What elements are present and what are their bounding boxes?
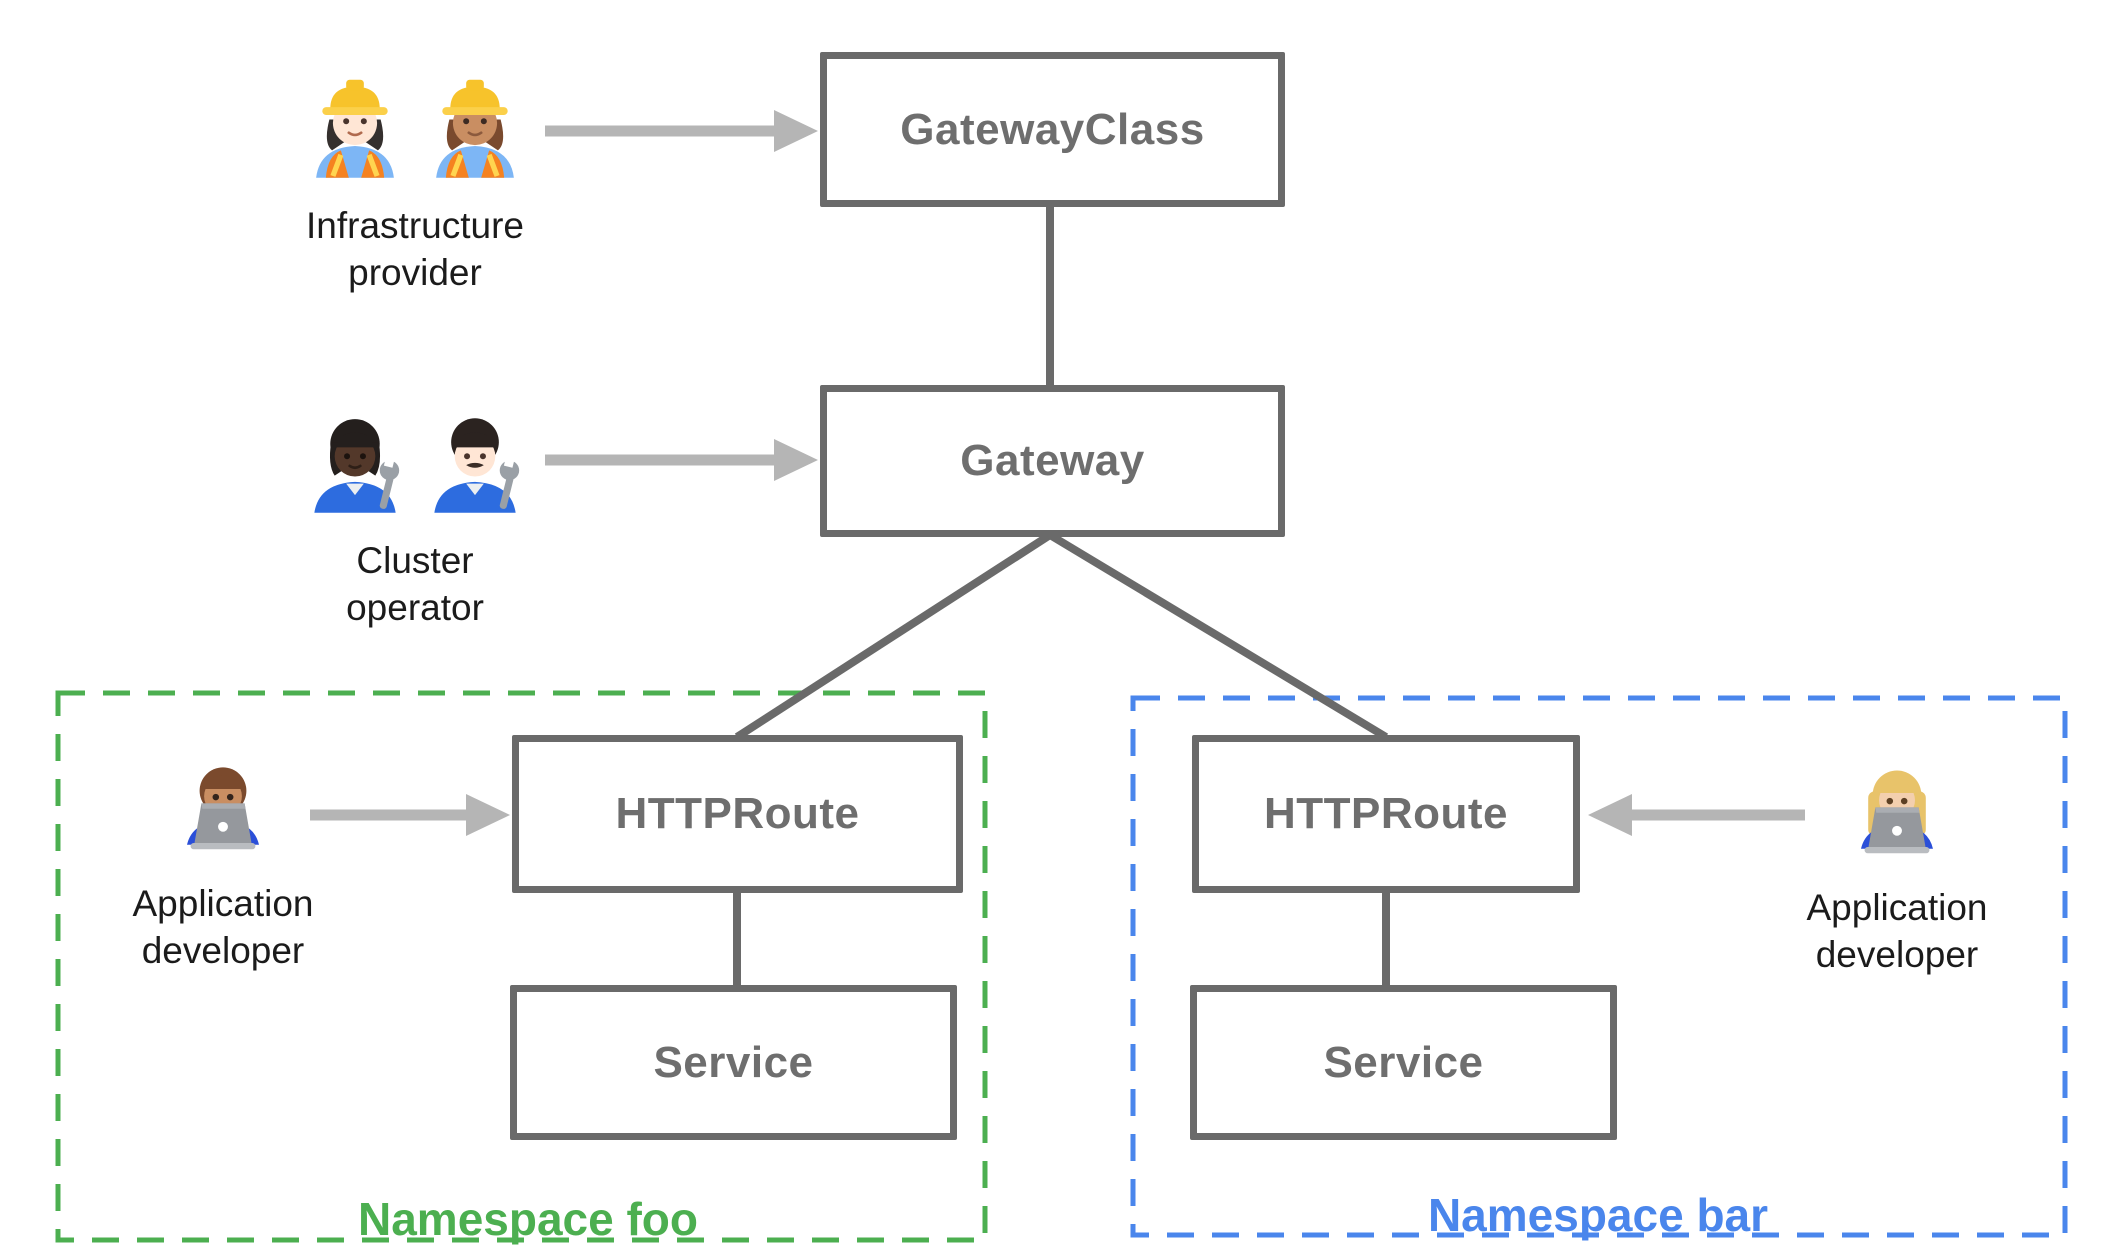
arrow-app-developer-to-httproute-bar — [1588, 794, 1805, 836]
namespace-bar-label: Namespace bar — [1427, 1189, 1769, 1241]
httproute-foo-node: HTTPRoute — [512, 735, 963, 893]
persona-app-developer-foo: Application developer — [28, 748, 418, 975]
gateway-node: Gateway — [820, 385, 1285, 537]
service-foo-label: Service — [653, 1037, 814, 1087]
gatewayclass-node: GatewayClass — [820, 52, 1285, 207]
cluster-operator-icons — [302, 393, 528, 523]
namespace-foo-boundary — [55, 690, 988, 1243]
edge-gateway-to-httproute-foo — [734, 531, 1053, 741]
namespace-foo-label: Namespace foo — [357, 1193, 698, 1245]
gatewayclass-label: GatewayClass — [900, 104, 1205, 154]
woman-technologist-icon — [1861, 770, 1933, 854]
cluster-operator-label: Cluster operator — [346, 540, 484, 629]
httproute-bar-node: HTTPRoute — [1192, 735, 1580, 893]
arrow-app-developer-to-httproute-foo — [310, 794, 510, 836]
app-developer-foo-icons — [169, 748, 277, 866]
httproute-bar-label: HTTPRoute — [1263, 789, 1509, 838]
infrastructure-provider-label: Infrastructure provider — [306, 205, 524, 294]
namespace-bar-boundary — [1130, 695, 2068, 1238]
man-mechanic-light-skin-icon — [434, 418, 520, 513]
app-developer-bar-icons — [1843, 752, 1951, 870]
edge-gateway-to-httproute-bar — [1047, 531, 1389, 741]
httproute-foo-label: HTTPRoute — [615, 789, 860, 838]
man-technologist-icon — [187, 767, 259, 850]
persona-cluster-operator: Cluster operator — [205, 393, 625, 632]
persona-app-developer-bar: Application developer — [1702, 752, 2092, 979]
service-bar-node: Service — [1190, 985, 1617, 1140]
gateway-label: Gateway — [960, 436, 1145, 485]
arrow-infrastructure-provider-to-gatewayclass — [545, 110, 818, 152]
app-developer-bar-label: Application developer — [1806, 887, 1988, 976]
arrow-cluster-operator-to-gateway — [545, 439, 818, 481]
persona-infrastructure-provider: Infrastructure provider — [205, 58, 625, 297]
woman-construction-worker-medium-skin-icon — [436, 79, 514, 178]
app-developer-foo-label: Application developer — [132, 883, 314, 972]
person-mechanic-dark-skin-icon — [314, 419, 400, 513]
service-bar-label: Service — [1323, 1037, 1484, 1087]
woman-construction-worker-light-skin-icon — [316, 79, 394, 178]
service-foo-node: Service — [510, 985, 957, 1140]
infrastructure-provider-icons — [302, 58, 528, 188]
